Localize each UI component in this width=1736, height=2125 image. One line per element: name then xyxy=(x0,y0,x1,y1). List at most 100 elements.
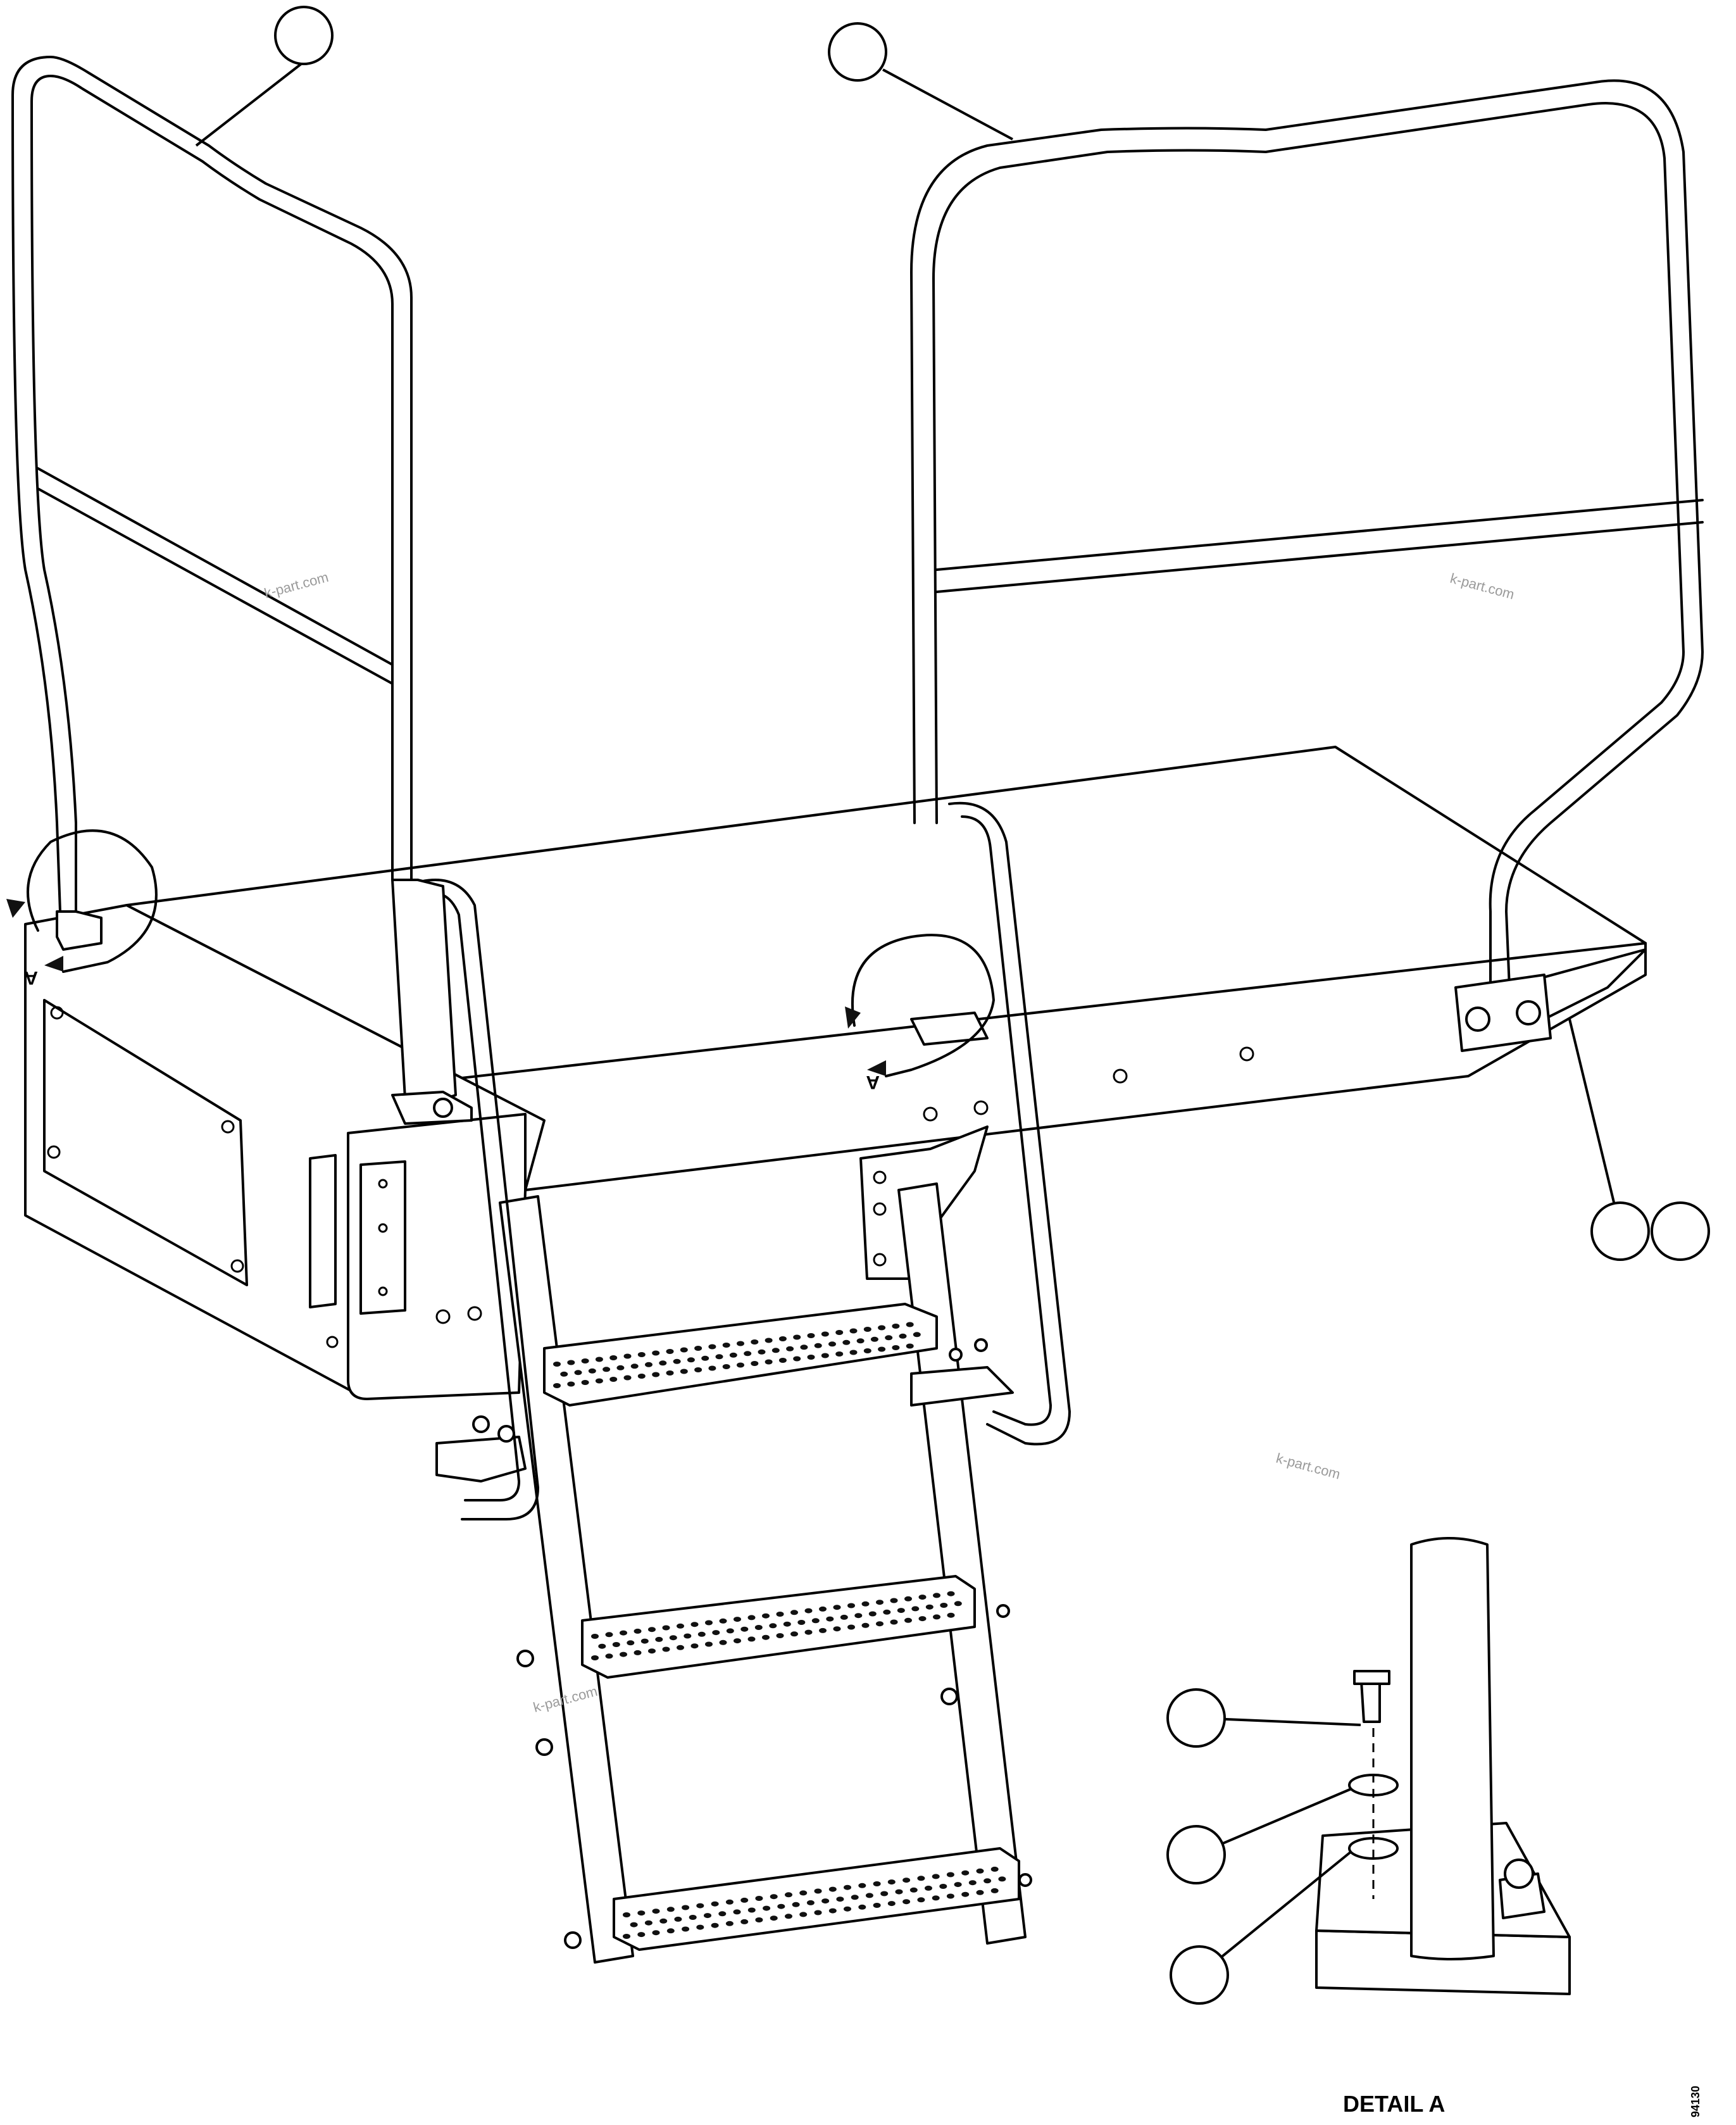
tread-hole xyxy=(778,1336,787,1341)
tread-hole xyxy=(690,1643,699,1649)
tread-hole xyxy=(790,1631,798,1637)
tread-hole xyxy=(696,1903,704,1909)
tread-hole xyxy=(734,1617,741,1622)
tread-hole xyxy=(648,1648,656,1654)
tread-hole xyxy=(913,1332,921,1338)
tread-hole xyxy=(842,1339,851,1345)
tread-hole xyxy=(793,1334,801,1340)
tread-hole xyxy=(758,1349,766,1355)
tread-hole xyxy=(581,1380,589,1385)
tread-hole xyxy=(666,1349,674,1354)
tread-hole xyxy=(800,1345,808,1350)
tread-hole xyxy=(906,1322,914,1327)
tread-hole xyxy=(856,1338,865,1344)
tread-hole xyxy=(814,1910,822,1915)
tread-hole xyxy=(680,1369,688,1374)
tread-hole xyxy=(652,1909,660,1914)
tread-hole xyxy=(701,1355,709,1361)
tread-hole xyxy=(904,1596,912,1602)
view-marker-center: A xyxy=(866,1072,880,1093)
tread-hole xyxy=(946,1872,954,1877)
tread-hole xyxy=(620,1652,627,1657)
tread-hole xyxy=(954,1882,962,1888)
tread-hole xyxy=(932,1895,940,1901)
figure-number: 94130 xyxy=(1689,2086,1702,2117)
tread-hole xyxy=(623,1375,632,1381)
tread-hole xyxy=(553,1362,561,1367)
tread-hole xyxy=(560,1371,568,1377)
tread-hole xyxy=(799,1890,808,1896)
tread-hole xyxy=(797,1620,806,1625)
tread-hole xyxy=(737,1362,744,1368)
tread-hole xyxy=(652,1930,660,1936)
tread-hole xyxy=(865,1893,873,1898)
tread-hole xyxy=(740,1626,749,1632)
tread-hole xyxy=(804,1608,813,1614)
tread-hole xyxy=(637,1910,646,1916)
tread-hole xyxy=(892,1345,900,1350)
view-marker-left: A xyxy=(24,967,38,988)
tread-hole xyxy=(821,1353,829,1358)
tread-hole xyxy=(605,1653,613,1659)
tread-hole xyxy=(648,1627,656,1633)
tread-hole xyxy=(662,1646,670,1652)
tread-hole xyxy=(895,1889,903,1895)
tread-hole xyxy=(620,1630,627,1636)
callout-3 xyxy=(1590,1201,1650,1261)
tread-hole xyxy=(821,1898,830,1904)
tread-hole xyxy=(725,1899,734,1905)
tread-hole xyxy=(849,1350,858,1355)
tread-hole xyxy=(705,1641,713,1647)
tread-hole xyxy=(917,1876,925,1881)
tread-hole xyxy=(990,1888,999,1893)
tread-hole xyxy=(932,1874,940,1879)
tread-hole xyxy=(925,1885,932,1891)
tread-hole xyxy=(722,1364,730,1369)
tread-hole xyxy=(844,1906,851,1912)
tread-hole xyxy=(807,1333,815,1338)
tread-hole xyxy=(917,1897,925,1903)
tread-hole xyxy=(652,1350,660,1356)
tread-hole xyxy=(740,1897,749,1903)
callout-5 xyxy=(1166,1688,1226,1748)
tread-hole xyxy=(821,1331,829,1337)
tread-hole xyxy=(751,1361,759,1366)
tread-hole xyxy=(814,1343,822,1348)
tread-hole xyxy=(863,1327,871,1332)
tread-hole xyxy=(662,1625,670,1631)
watermark-1: k-part.com xyxy=(263,569,330,601)
tread-hole xyxy=(612,1642,620,1647)
tread-hole xyxy=(778,1358,787,1363)
tread-hole xyxy=(776,1612,784,1617)
tread-hole xyxy=(690,1622,699,1627)
tread-hole xyxy=(776,1633,784,1638)
tread-hole xyxy=(689,1915,697,1920)
tread-hole xyxy=(595,1357,603,1362)
tread-hole xyxy=(567,1381,575,1387)
tread-hole xyxy=(694,1346,703,1351)
tread-hole xyxy=(711,1922,719,1928)
tread-hole xyxy=(747,1907,756,1913)
tread-hole xyxy=(807,1355,815,1360)
tread-hole xyxy=(770,1915,778,1921)
tread-hole xyxy=(609,1377,618,1382)
tread-hole xyxy=(878,1325,886,1331)
tread-hole xyxy=(694,1367,703,1372)
tread-hole xyxy=(885,1335,893,1341)
tread-hole xyxy=(902,1899,911,1905)
tread-hole xyxy=(722,1343,730,1348)
tread-hole xyxy=(588,1368,596,1374)
tread-hole xyxy=(553,1383,561,1388)
tread-hole xyxy=(968,1880,977,1886)
tread-hole xyxy=(854,1613,863,1619)
tread-hole xyxy=(861,1622,870,1628)
tread-hole xyxy=(873,1881,881,1886)
tread-hole xyxy=(892,1324,900,1329)
tread-hole xyxy=(911,1606,920,1612)
tread-hole xyxy=(861,1601,870,1607)
tread-hole xyxy=(835,1330,844,1335)
tread-hole xyxy=(637,1932,646,1938)
tread-hole xyxy=(637,1374,646,1379)
tread-hole xyxy=(836,1896,844,1902)
